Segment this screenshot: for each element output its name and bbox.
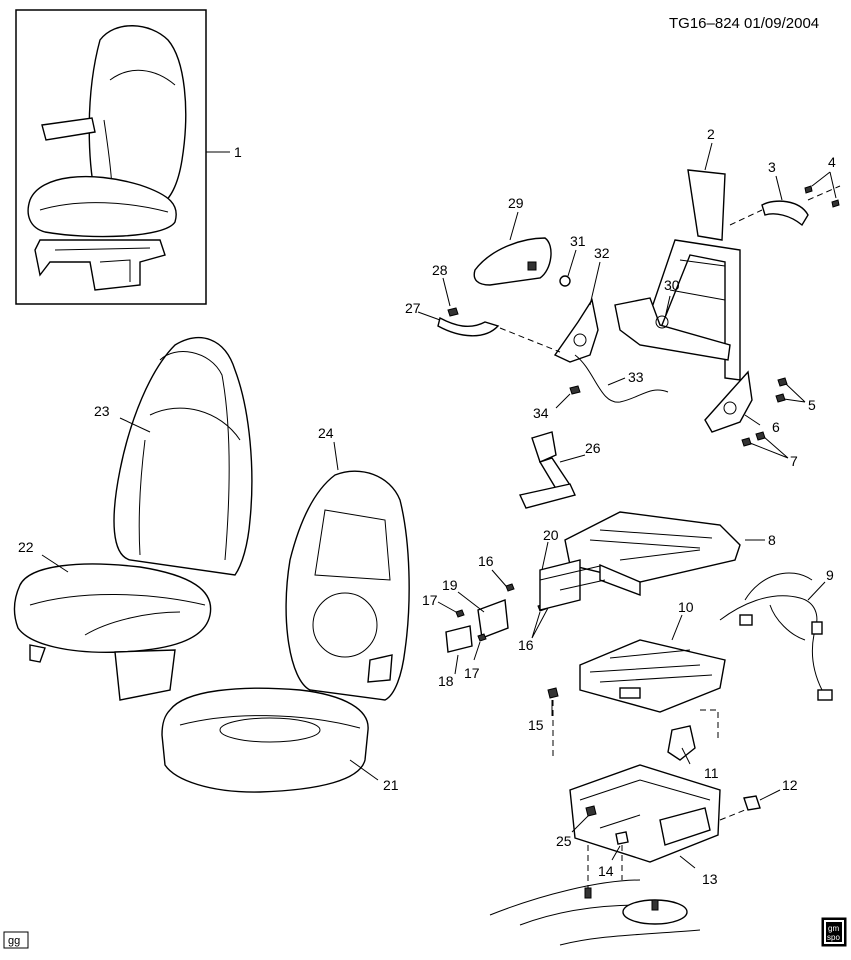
armrest [473,237,552,286]
seat-adjuster [579,639,726,713]
callout-30: 30 [664,277,680,293]
bolt-28 [447,307,459,317]
power-switch [445,625,473,653]
cable-33 [574,354,669,403]
callout-24: 24 [318,425,334,441]
footer-tag: gg [8,935,20,947]
callout-26: 26 [585,440,601,456]
callout-15: 15 [528,717,544,733]
callout-29: 29 [508,195,524,211]
callout-12: 12 [782,777,798,793]
callout-19: 19 [442,577,458,593]
screw-16a [505,583,515,592]
callout-21: 21 [383,777,399,793]
callout-7: 7 [790,453,798,469]
callout-16a: 16 [478,553,494,569]
switch-bezel [477,599,509,639]
complete-seat-illustration [27,25,187,291]
wiring-harness [719,572,833,701]
callout-1: 1 [234,144,242,160]
adjuster-handle [518,431,576,509]
callout-25: 25 [556,833,572,849]
bolt-4a [804,185,813,194]
cable-27 [437,316,500,337]
callout-18: 18 [438,673,454,689]
seat-cushion-cover [13,563,212,701]
bolt-4b [831,199,840,208]
footer-tag-frame [3,931,29,949]
callout-22: 22 [18,539,34,555]
seat-cushion-pad [161,687,369,793]
callout-2: 2 [707,126,715,142]
callout-33: 33 [628,369,644,385]
callout-4: 4 [828,154,836,170]
callout-14: 14 [598,863,614,879]
callout-5: 5 [808,397,816,413]
floor-panel [489,879,701,946]
bolt-5a [777,377,788,387]
svg-text:spo: spo [827,933,840,942]
seat-riser [569,764,721,863]
callout-9: 9 [826,567,834,583]
callout-23: 23 [94,403,110,419]
callout-3: 3 [768,159,776,175]
inset-frame [15,9,207,305]
callout-20: 20 [543,527,559,543]
recliner-mechanism [704,370,753,433]
washer-31 [559,275,571,287]
callout-11: 11 [704,765,719,781]
callout-17b: 17 [464,665,480,681]
callout-28: 28 [432,262,448,278]
bolt-34 [569,385,581,395]
diagram-code: TG16–824 01/09/2004 [669,15,819,32]
screw-17a [455,609,465,618]
nut-12 [743,795,761,811]
callout-32: 32 [594,245,610,261]
cushion-frame [564,511,741,597]
adjuster-motor [667,725,696,761]
callout-8: 8 [768,532,776,548]
armrest-bracket [553,298,599,363]
seatback-pad [285,470,410,701]
callout-16b: 16 [518,637,534,653]
bolt-7b [755,431,766,441]
callout-10: 10 [678,599,694,615]
seatback-cover [113,337,253,576]
screw-17b [477,633,487,642]
seatback-frame [614,169,741,381]
bolt-5b [775,393,786,403]
bolt-7a [741,437,752,447]
callout-31: 31 [570,233,586,249]
nut-25 [585,805,597,817]
callout-27: 27 [405,300,421,316]
seatback-handle [761,200,809,227]
switch-bracket [539,559,606,611]
svg-text:gm: gm [828,924,839,933]
bolt-15 [547,687,559,699]
nut-14 [615,831,629,845]
callout-6: 6 [772,419,780,435]
callout-17a: 17 [422,592,438,608]
callout-34: 34 [533,405,549,421]
callout-13: 13 [702,871,718,887]
gm-spo-logo: gm spo [821,917,847,947]
